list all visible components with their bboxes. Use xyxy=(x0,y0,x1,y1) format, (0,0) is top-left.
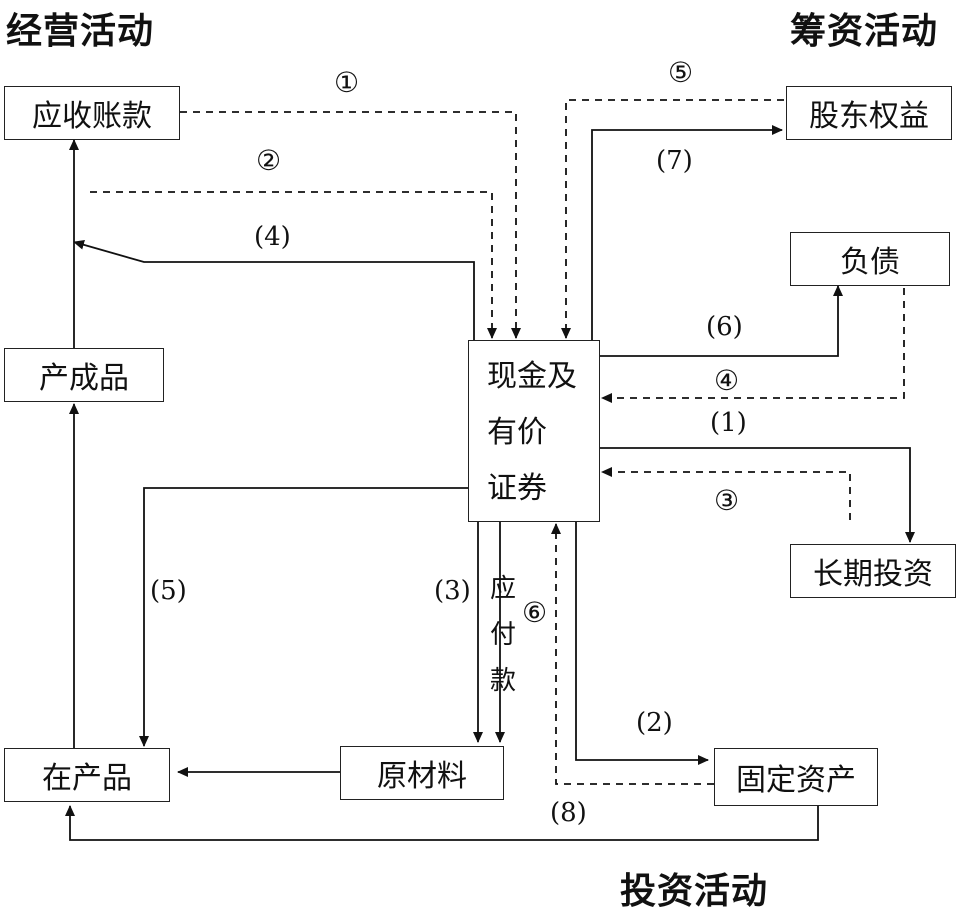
label-circ3: ③ xyxy=(714,484,740,517)
box-long-term-investment: 长期投资 xyxy=(790,544,956,598)
arrow-fixed-to-wip-8 xyxy=(65,805,819,841)
label-circ2: ② xyxy=(256,144,282,177)
arrow-cash-to-fixed-2 xyxy=(575,522,709,765)
dash-equity-to-cash-5 xyxy=(561,99,784,339)
box-raw-materials: 原材料 xyxy=(340,746,504,800)
heading-investing: 投资活动 xyxy=(620,871,769,912)
arrow-cash-to-receivables-4 xyxy=(73,239,475,340)
arrow-cash-to-lt-investment-1 xyxy=(600,447,915,543)
label-p5: (5) xyxy=(150,576,187,606)
dash-liabilities-to-cash-4 xyxy=(601,288,905,403)
box-receivables: 应收账款 xyxy=(4,86,180,140)
payables-char-3: 款 xyxy=(489,666,516,696)
dash-lt-investment-to-cash-3 xyxy=(601,467,851,520)
box-cash-securities: 现金及 有价 证券 xyxy=(468,340,600,522)
label-p2: (2) xyxy=(636,708,673,738)
payables-char-1: 应 xyxy=(489,574,516,604)
heading-operating: 经营活动 xyxy=(6,11,155,52)
payables-label: 应 付 款 xyxy=(488,566,518,704)
heading-financing: 筹资活动 xyxy=(790,11,939,52)
box-finished-goods: 产成品 xyxy=(4,348,164,402)
cash-label-line3: 证券 xyxy=(487,471,547,506)
label-circ1: ① xyxy=(334,66,360,99)
arrow-cash-to-liabilities-6 xyxy=(600,285,843,357)
label-circ5: ⑤ xyxy=(668,56,694,89)
arrow-cash-to-wip-5 xyxy=(139,487,468,747)
dash-receivables-to-cash-2 xyxy=(90,191,497,339)
arrow-cash-to-equity-7 xyxy=(591,125,783,340)
box-wip: 在产品 xyxy=(4,748,170,802)
label-p8: (8) xyxy=(550,798,587,828)
payables-char-2: 付 xyxy=(489,620,516,650)
label-p6: (6) xyxy=(706,312,743,342)
label-p4: (4) xyxy=(254,222,291,252)
box-liabilities: 负债 xyxy=(790,232,950,286)
label-circ4: ④ xyxy=(714,364,740,397)
label-circ6: ⑥ xyxy=(522,596,548,629)
label-p3: (3) xyxy=(434,576,471,606)
label-p1: (1) xyxy=(710,408,747,438)
label-p7: (7) xyxy=(656,146,693,176)
cash-label-line2: 有价 xyxy=(487,415,547,450)
dash-receivables-to-cash-1 xyxy=(180,111,521,339)
box-fixed-assets: 固定资产 xyxy=(714,748,878,806)
cash-label-line1: 现金及 xyxy=(487,359,577,394)
box-equity: 股东权益 xyxy=(786,86,952,140)
dash-fixed-to-cash-6 xyxy=(551,523,714,785)
